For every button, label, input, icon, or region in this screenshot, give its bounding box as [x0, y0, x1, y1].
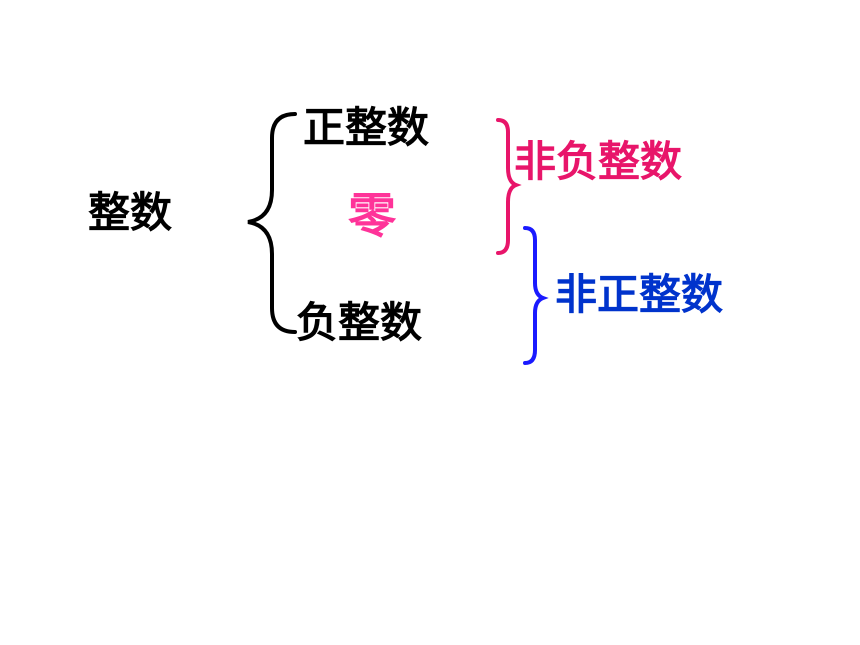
branch-positive-integers: 正整数 [303, 103, 430, 152]
branch-zero: 零 [348, 188, 397, 244]
root-label-integers: 整数 [88, 188, 173, 237]
non-positive-brace-path [523, 226, 549, 365]
main-brace-path [247, 112, 297, 334]
non-negative-brace-path [496, 118, 522, 255]
group-non-positive-integers: 非正整数 [555, 270, 724, 319]
group-non-negative-integers: 非负整数 [514, 137, 683, 186]
branch-negative-integers: 负整数 [296, 298, 423, 347]
